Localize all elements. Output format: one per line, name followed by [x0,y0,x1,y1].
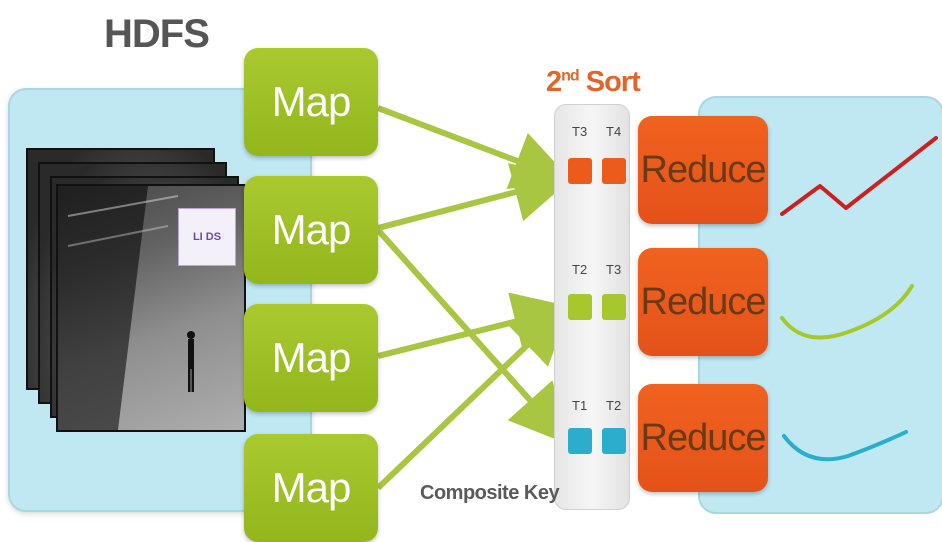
person-silhouette-icon [187,331,195,392]
key-label: T2 [572,262,588,277]
key-square [602,158,626,184]
reduce-label: Reduce [640,148,767,191]
composite-key-label: Composite Key [420,482,560,504]
arrow-map4-sort2 [375,303,571,491]
trend-line-green [780,284,914,340]
key-label: T2 [606,398,622,413]
key-square [602,294,626,320]
key-label: T4 [606,124,622,139]
map-box-4: Map [244,434,378,542]
arrow-map2-sort1 [377,163,574,231]
video-frame-top [56,184,246,432]
key-square [568,294,592,320]
key-square [568,158,592,184]
reduce-label: Reduce [640,416,767,459]
arrow-map1-sort1 [376,105,574,189]
map-label: Map [271,206,352,253]
reduce-box-1: Reduce [638,116,768,224]
key-square [602,428,626,454]
map-box-1: Map [244,48,378,156]
key-label: T3 [606,262,622,277]
map-box-3: Map [244,304,378,412]
map-label: Map [271,464,352,511]
key-label: T3 [572,124,588,139]
lids-logo-text: LI DS [192,231,222,243]
lids-logo: LI DS [178,208,236,266]
map-label: Map [271,78,352,125]
trend-line-red [780,136,938,216]
reduce-box-3: Reduce [638,384,768,492]
arrow-map3-sort2 [377,292,574,359]
key-label: T1 [572,398,588,413]
sort-title: 2nd Sort [546,66,641,98]
output-trends [780,136,938,462]
map-box-2: Map [244,176,378,284]
reduce-label: Reduce [640,280,767,323]
reduce-box-2: Reduce [638,248,768,356]
hdfs-title: HDFS [104,12,210,56]
trend-line-blue [782,430,908,462]
map-label: Map [271,334,352,381]
key-square [568,428,592,454]
